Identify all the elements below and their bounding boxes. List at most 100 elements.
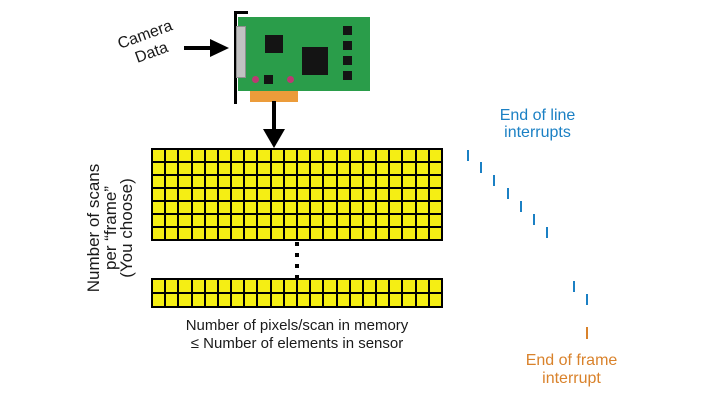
memory-cell (324, 176, 336, 187)
memory-cell (271, 215, 283, 226)
memory-cell (271, 294, 283, 306)
memory-cell (192, 228, 204, 239)
memory-cell (324, 280, 336, 292)
memory-cell (363, 215, 376, 226)
memory-cell (403, 163, 415, 174)
ellipsis-dot (295, 253, 299, 257)
memory-cell (192, 176, 204, 187)
ellipsis-dot (295, 242, 299, 246)
memory-cell (390, 202, 402, 213)
memory-cell (258, 228, 270, 239)
memory-cell (284, 294, 296, 306)
memory-cell (218, 294, 231, 306)
memory-cell (192, 163, 204, 174)
memory-cell (153, 202, 165, 213)
memory-cell (232, 150, 244, 161)
eof-label-line2: interrupt (542, 370, 601, 387)
memory-cell (205, 294, 217, 306)
memory-cell (337, 189, 349, 200)
memory-cell (337, 215, 349, 226)
memory-cell (245, 176, 257, 187)
memory-cell (205, 163, 217, 174)
memory-cell (258, 294, 270, 306)
memory-cell (429, 163, 441, 174)
memory-cell (297, 228, 310, 239)
memory-cell (153, 150, 165, 161)
end-of-line-interrupts-label: End of line interrupts (477, 107, 598, 141)
memory-cell (179, 280, 191, 292)
memory-cell (429, 228, 441, 239)
led-dot-1 (251, 75, 259, 83)
end-of-line-tick (533, 214, 535, 225)
memory-cell (284, 202, 296, 213)
chip-small (265, 35, 283, 53)
memory-cell (153, 280, 165, 292)
end-of-frame-tick (586, 327, 588, 339)
memory-cell (284, 150, 296, 161)
camera-data-arrow-shaft (184, 46, 211, 50)
memory-cell (363, 294, 376, 306)
memory-cell (403, 228, 415, 239)
memory-cell (350, 150, 362, 161)
memory-cell (324, 228, 336, 239)
memory-cell (258, 176, 270, 187)
memory-cell (192, 294, 204, 306)
memory-cell (232, 176, 244, 187)
memory-cell (311, 228, 323, 239)
chip-edge-3 (343, 56, 352, 65)
memory-cell (337, 163, 349, 174)
memory-cell (416, 176, 428, 187)
memory-cell (232, 163, 244, 174)
memory-cell (166, 202, 178, 213)
memory-cell (297, 189, 310, 200)
memory-cell (416, 163, 428, 174)
memory-cell (271, 163, 283, 174)
memory-cell (363, 150, 376, 161)
memory-cell (153, 215, 165, 226)
memory-cell (192, 215, 204, 226)
memory-grid-bottom (151, 278, 443, 308)
pci-connector (250, 91, 298, 102)
memory-cell (232, 294, 244, 306)
memory-cell (403, 294, 415, 306)
memory-cell (192, 189, 204, 200)
end-of-line-tick (519, 201, 522, 213)
memory-cell (390, 215, 402, 226)
memory-cell (324, 150, 336, 161)
memory-cell (179, 294, 191, 306)
memory-cell (271, 189, 283, 200)
memory-cell (311, 294, 323, 306)
memory-cell (390, 280, 402, 292)
memory-cell (258, 189, 270, 200)
memory-cell (429, 189, 441, 200)
card-bracket-line (234, 11, 237, 104)
memory-cell (284, 189, 296, 200)
memory-cell (324, 294, 336, 306)
memory-cell (324, 202, 336, 213)
memory-cell (166, 228, 178, 239)
end-of-frame-interrupt-label: End of frame interrupt (511, 352, 632, 388)
ellipsis-dot (295, 275, 299, 279)
end-of-line-tick (480, 162, 483, 174)
memory-cell (337, 202, 349, 213)
memory-cell (179, 150, 191, 161)
eol-label-line2: interrupts (504, 124, 571, 141)
memory-cell (179, 176, 191, 187)
memory-cell (218, 228, 231, 239)
memory-cell (350, 215, 362, 226)
memory-cell (218, 189, 231, 200)
memory-cell (429, 176, 441, 187)
memory-cell (166, 189, 178, 200)
end-of-line-tick (546, 226, 549, 238)
memory-cell (232, 215, 244, 226)
memory-cell (350, 163, 362, 174)
memory-cell (363, 189, 376, 200)
memory-cell (377, 280, 389, 292)
memory-cell (258, 150, 270, 161)
memory-cell (284, 280, 296, 292)
camera-data-arrow-head (210, 39, 229, 57)
memory-cell (390, 163, 402, 174)
memory-cell (245, 280, 257, 292)
memory-cell (337, 150, 349, 161)
memory-cell (218, 215, 231, 226)
